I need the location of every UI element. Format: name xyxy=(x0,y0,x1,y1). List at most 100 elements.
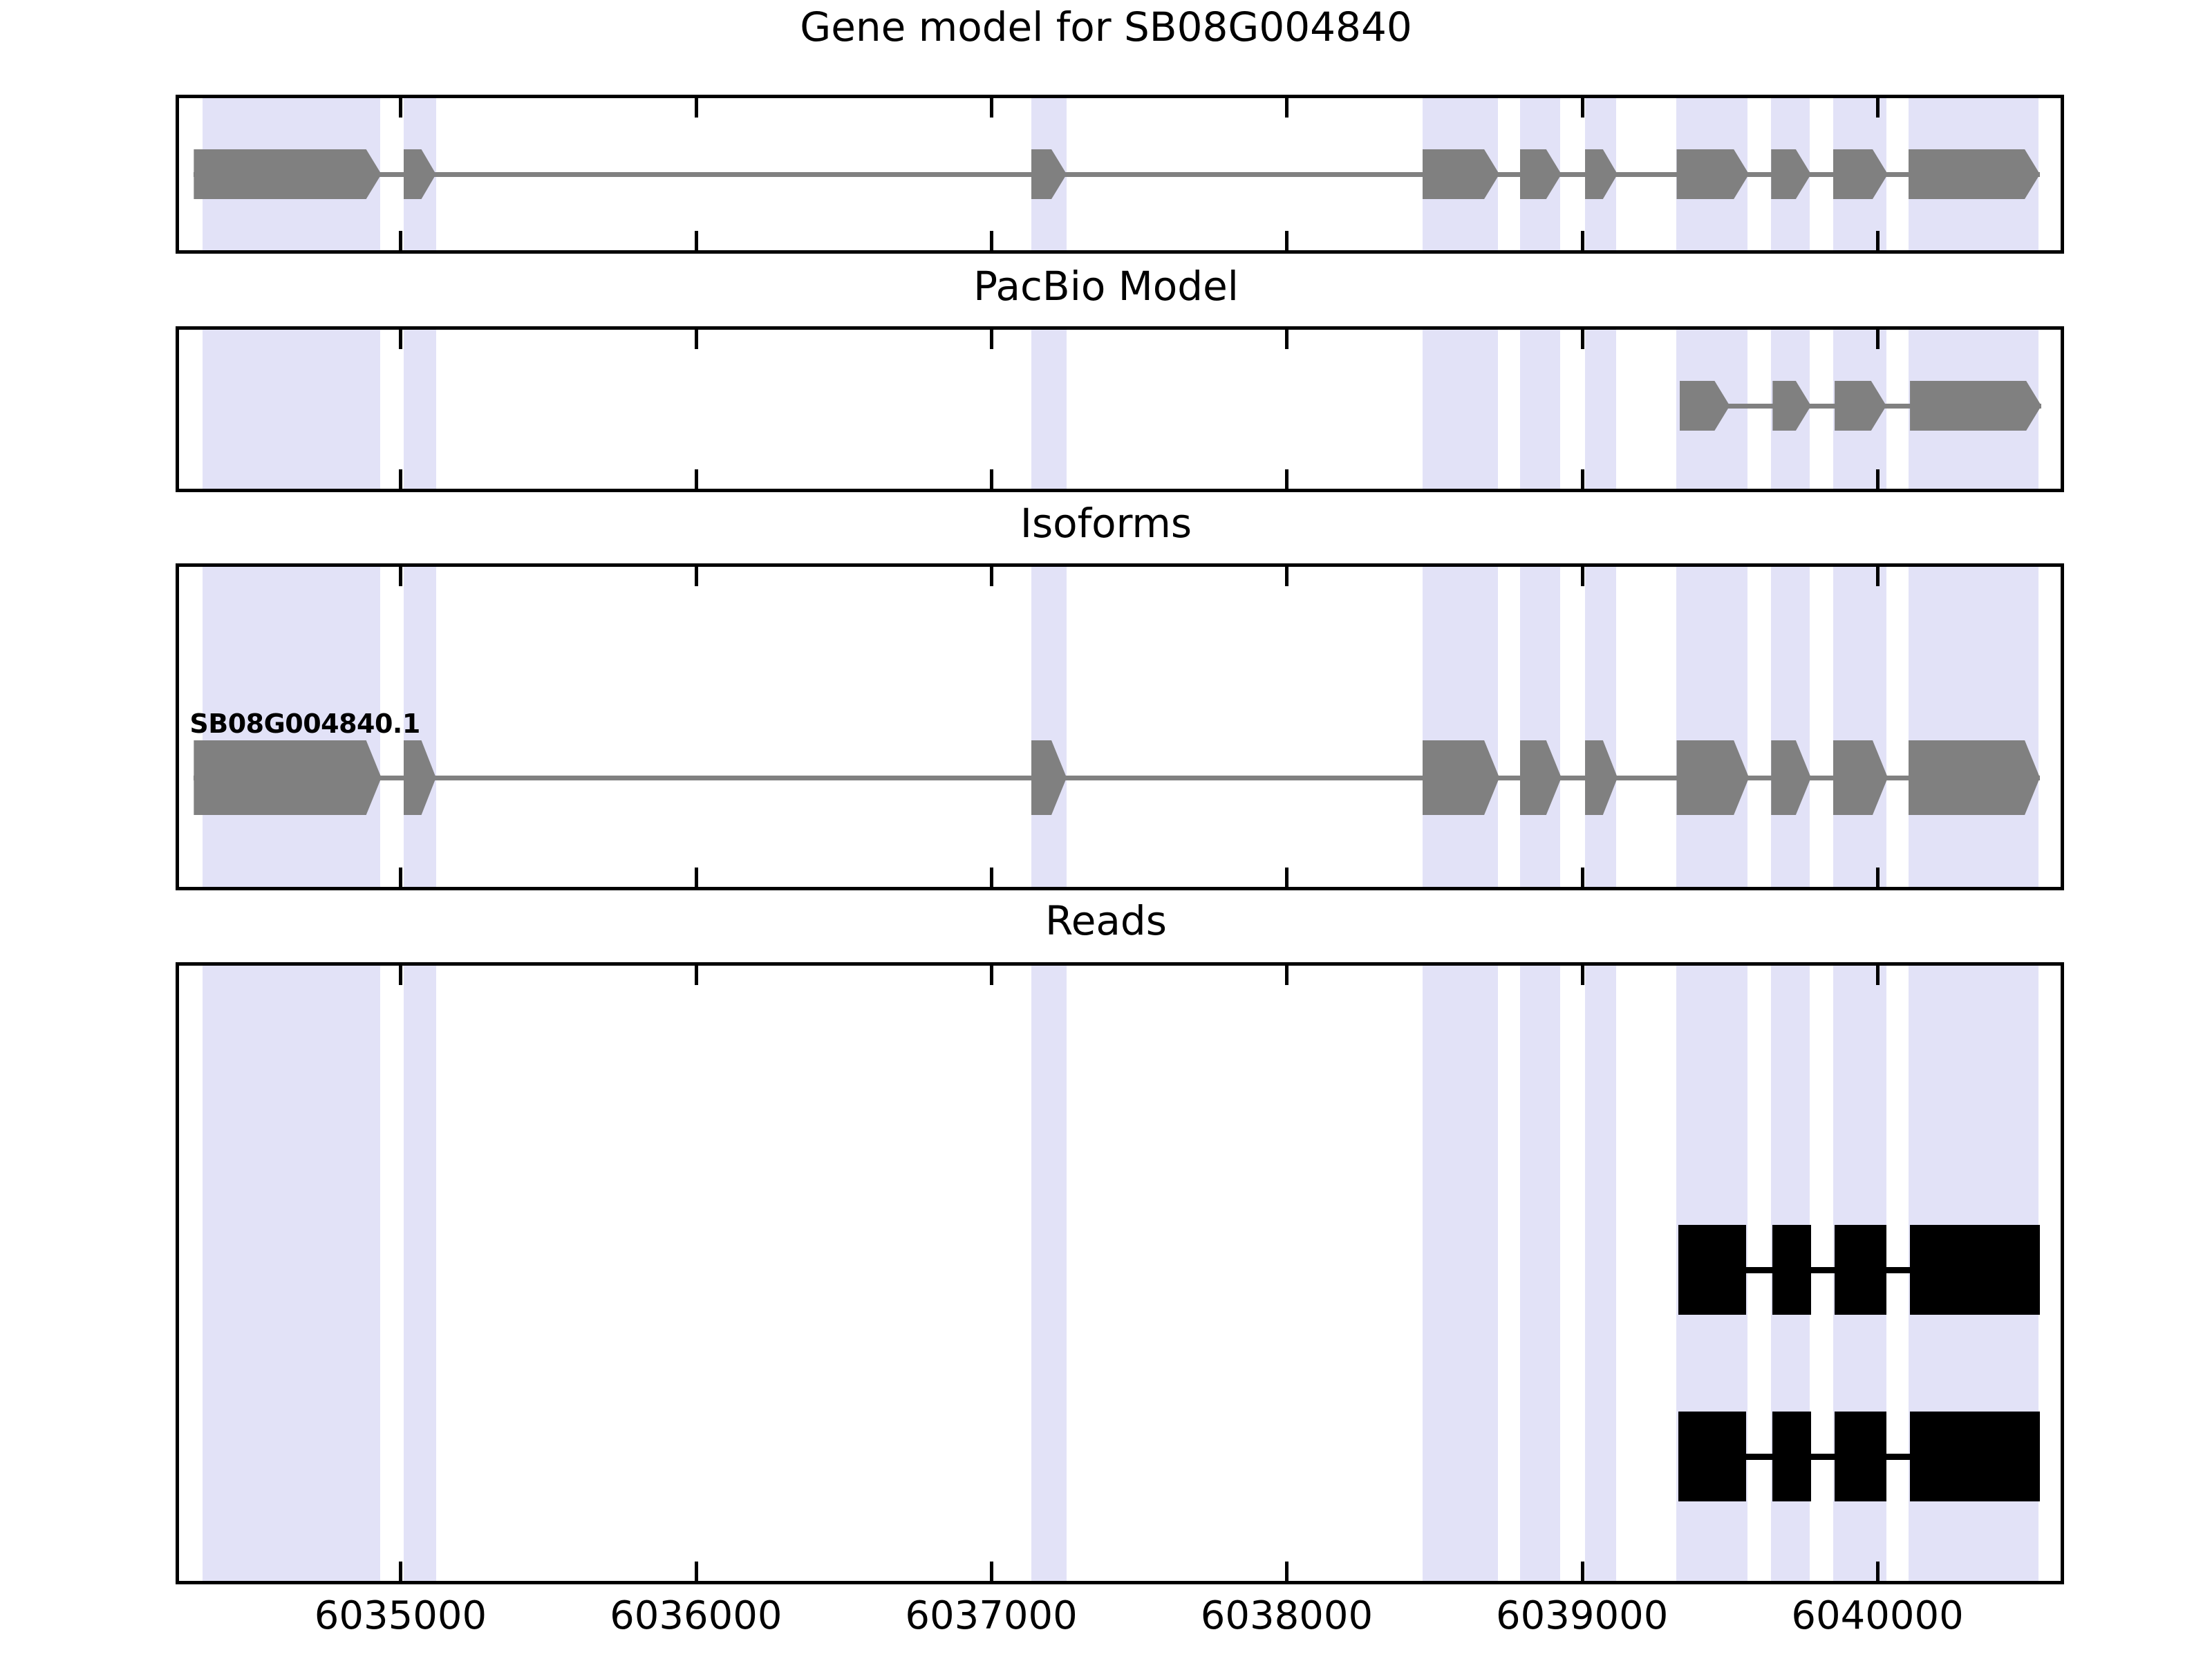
axis-tick xyxy=(1876,98,1880,118)
highlight-band xyxy=(203,567,380,887)
axis-tick xyxy=(399,868,403,887)
x-tick-label: 6040000 xyxy=(1791,1593,1964,1638)
exon-block[interactable] xyxy=(194,740,382,815)
highlight-band xyxy=(1422,330,1498,489)
highlight-band xyxy=(1833,567,1886,887)
x-tick-label: 6039000 xyxy=(1496,1593,1669,1638)
panel-title-pacbio-model: PacBio Model xyxy=(973,263,1239,310)
read-block[interactable] xyxy=(1772,1225,1811,1315)
read-block[interactable] xyxy=(1678,1412,1746,1501)
axis-tick xyxy=(694,98,698,118)
highlight-band xyxy=(1031,966,1067,1581)
axis-tick xyxy=(1876,231,1880,250)
highlight-band xyxy=(403,966,436,1581)
highlight-band xyxy=(1520,966,1560,1581)
highlight-band xyxy=(403,330,436,489)
axis-tick xyxy=(694,868,698,887)
axis-tick xyxy=(1876,966,1880,985)
axis-tick xyxy=(990,1562,994,1581)
panel-title-gene-model: Gene model for SB08G004840 xyxy=(800,3,1412,50)
intron-line xyxy=(194,776,2041,780)
axis-tick xyxy=(1876,868,1880,887)
highlight-band xyxy=(203,966,380,1581)
highlight-band xyxy=(403,567,436,887)
axis-tick xyxy=(1876,567,1880,586)
intron-line xyxy=(194,172,2041,177)
read-block[interactable] xyxy=(1835,1225,1886,1315)
axis-tick xyxy=(990,567,994,586)
axis-tick xyxy=(990,868,994,887)
highlight-band xyxy=(1422,567,1498,887)
axis-tick xyxy=(990,98,994,118)
exon-block[interactable] xyxy=(194,149,382,199)
axis-tick xyxy=(694,330,698,349)
axis-tick xyxy=(1580,868,1584,887)
x-tick-label: 6037000 xyxy=(905,1593,1078,1638)
highlight-band xyxy=(1908,567,2038,887)
plot-area-reads xyxy=(179,966,2061,1581)
axis-tick xyxy=(1580,231,1584,250)
highlight-band xyxy=(1676,567,1748,887)
axis-tick xyxy=(990,966,994,985)
x-tick-label: 6035000 xyxy=(314,1593,487,1638)
axis-tick xyxy=(1285,1562,1289,1581)
axis-tick xyxy=(1580,966,1584,985)
exon-block[interactable] xyxy=(1910,381,2042,431)
read-block[interactable] xyxy=(1910,1412,2041,1501)
highlight-band xyxy=(1031,567,1067,887)
axis-tick xyxy=(1580,1562,1584,1581)
axis-tick xyxy=(990,469,994,489)
highlight-band xyxy=(1422,966,1498,1581)
plot-area-pacbio-model xyxy=(179,330,2061,489)
x-tick-label: 6038000 xyxy=(1200,1593,1374,1638)
exon-block[interactable] xyxy=(1422,149,1500,199)
axis-tick xyxy=(399,98,403,118)
highlight-band xyxy=(1585,966,1616,1581)
read-block[interactable] xyxy=(1678,1225,1746,1315)
axis-tick xyxy=(1876,330,1880,349)
axis-tick xyxy=(399,1562,403,1581)
axes-pacbio-model[interactable] xyxy=(176,326,2064,492)
exon-block[interactable] xyxy=(1676,149,1750,199)
axes-gene-model[interactable] xyxy=(176,95,2064,254)
axes-reads[interactable] xyxy=(176,962,2064,1584)
axis-tick xyxy=(399,966,403,985)
exon-block[interactable] xyxy=(1908,740,2041,815)
exon-block[interactable] xyxy=(1908,149,2041,199)
highlight-band xyxy=(1585,330,1616,489)
plot-area-isoforms: SB08G004840.1 xyxy=(179,567,2061,887)
read-block[interactable] xyxy=(1835,1412,1886,1501)
axes-isoforms[interactable]: SB08G004840.1 xyxy=(176,563,2064,890)
panel-title-reads: Reads xyxy=(1045,897,1167,944)
axis-tick xyxy=(1285,231,1289,250)
axis-tick xyxy=(1285,567,1289,586)
highlight-band xyxy=(203,330,380,489)
axis-tick xyxy=(990,231,994,250)
plot-area-gene-model xyxy=(179,98,2061,250)
axis-tick xyxy=(399,469,403,489)
isoform-label: SB08G004840.1 xyxy=(189,709,420,739)
read-block[interactable] xyxy=(1910,1225,2041,1315)
axis-tick xyxy=(990,330,994,349)
axis-tick xyxy=(399,231,403,250)
axis-tick xyxy=(1580,330,1584,349)
axis-tick xyxy=(694,567,698,586)
axis-tick xyxy=(1285,469,1289,489)
axis-tick xyxy=(1580,98,1584,118)
x-tick-label: 6036000 xyxy=(610,1593,782,1638)
axis-tick xyxy=(694,231,698,250)
highlight-band xyxy=(1520,330,1560,489)
exon-block[interactable] xyxy=(1422,740,1500,815)
axis-tick xyxy=(1285,966,1289,985)
read-block[interactable] xyxy=(1772,1412,1811,1501)
exon-block[interactable] xyxy=(1676,740,1750,815)
axis-tick xyxy=(1580,469,1584,489)
axis-tick xyxy=(1285,868,1289,887)
axis-tick xyxy=(1285,330,1289,349)
highlight-band xyxy=(1771,567,1810,887)
axis-tick xyxy=(694,469,698,489)
axis-tick xyxy=(1876,469,1880,489)
axis-tick xyxy=(694,966,698,985)
axis-tick xyxy=(1285,98,1289,118)
axis-tick xyxy=(399,330,403,349)
